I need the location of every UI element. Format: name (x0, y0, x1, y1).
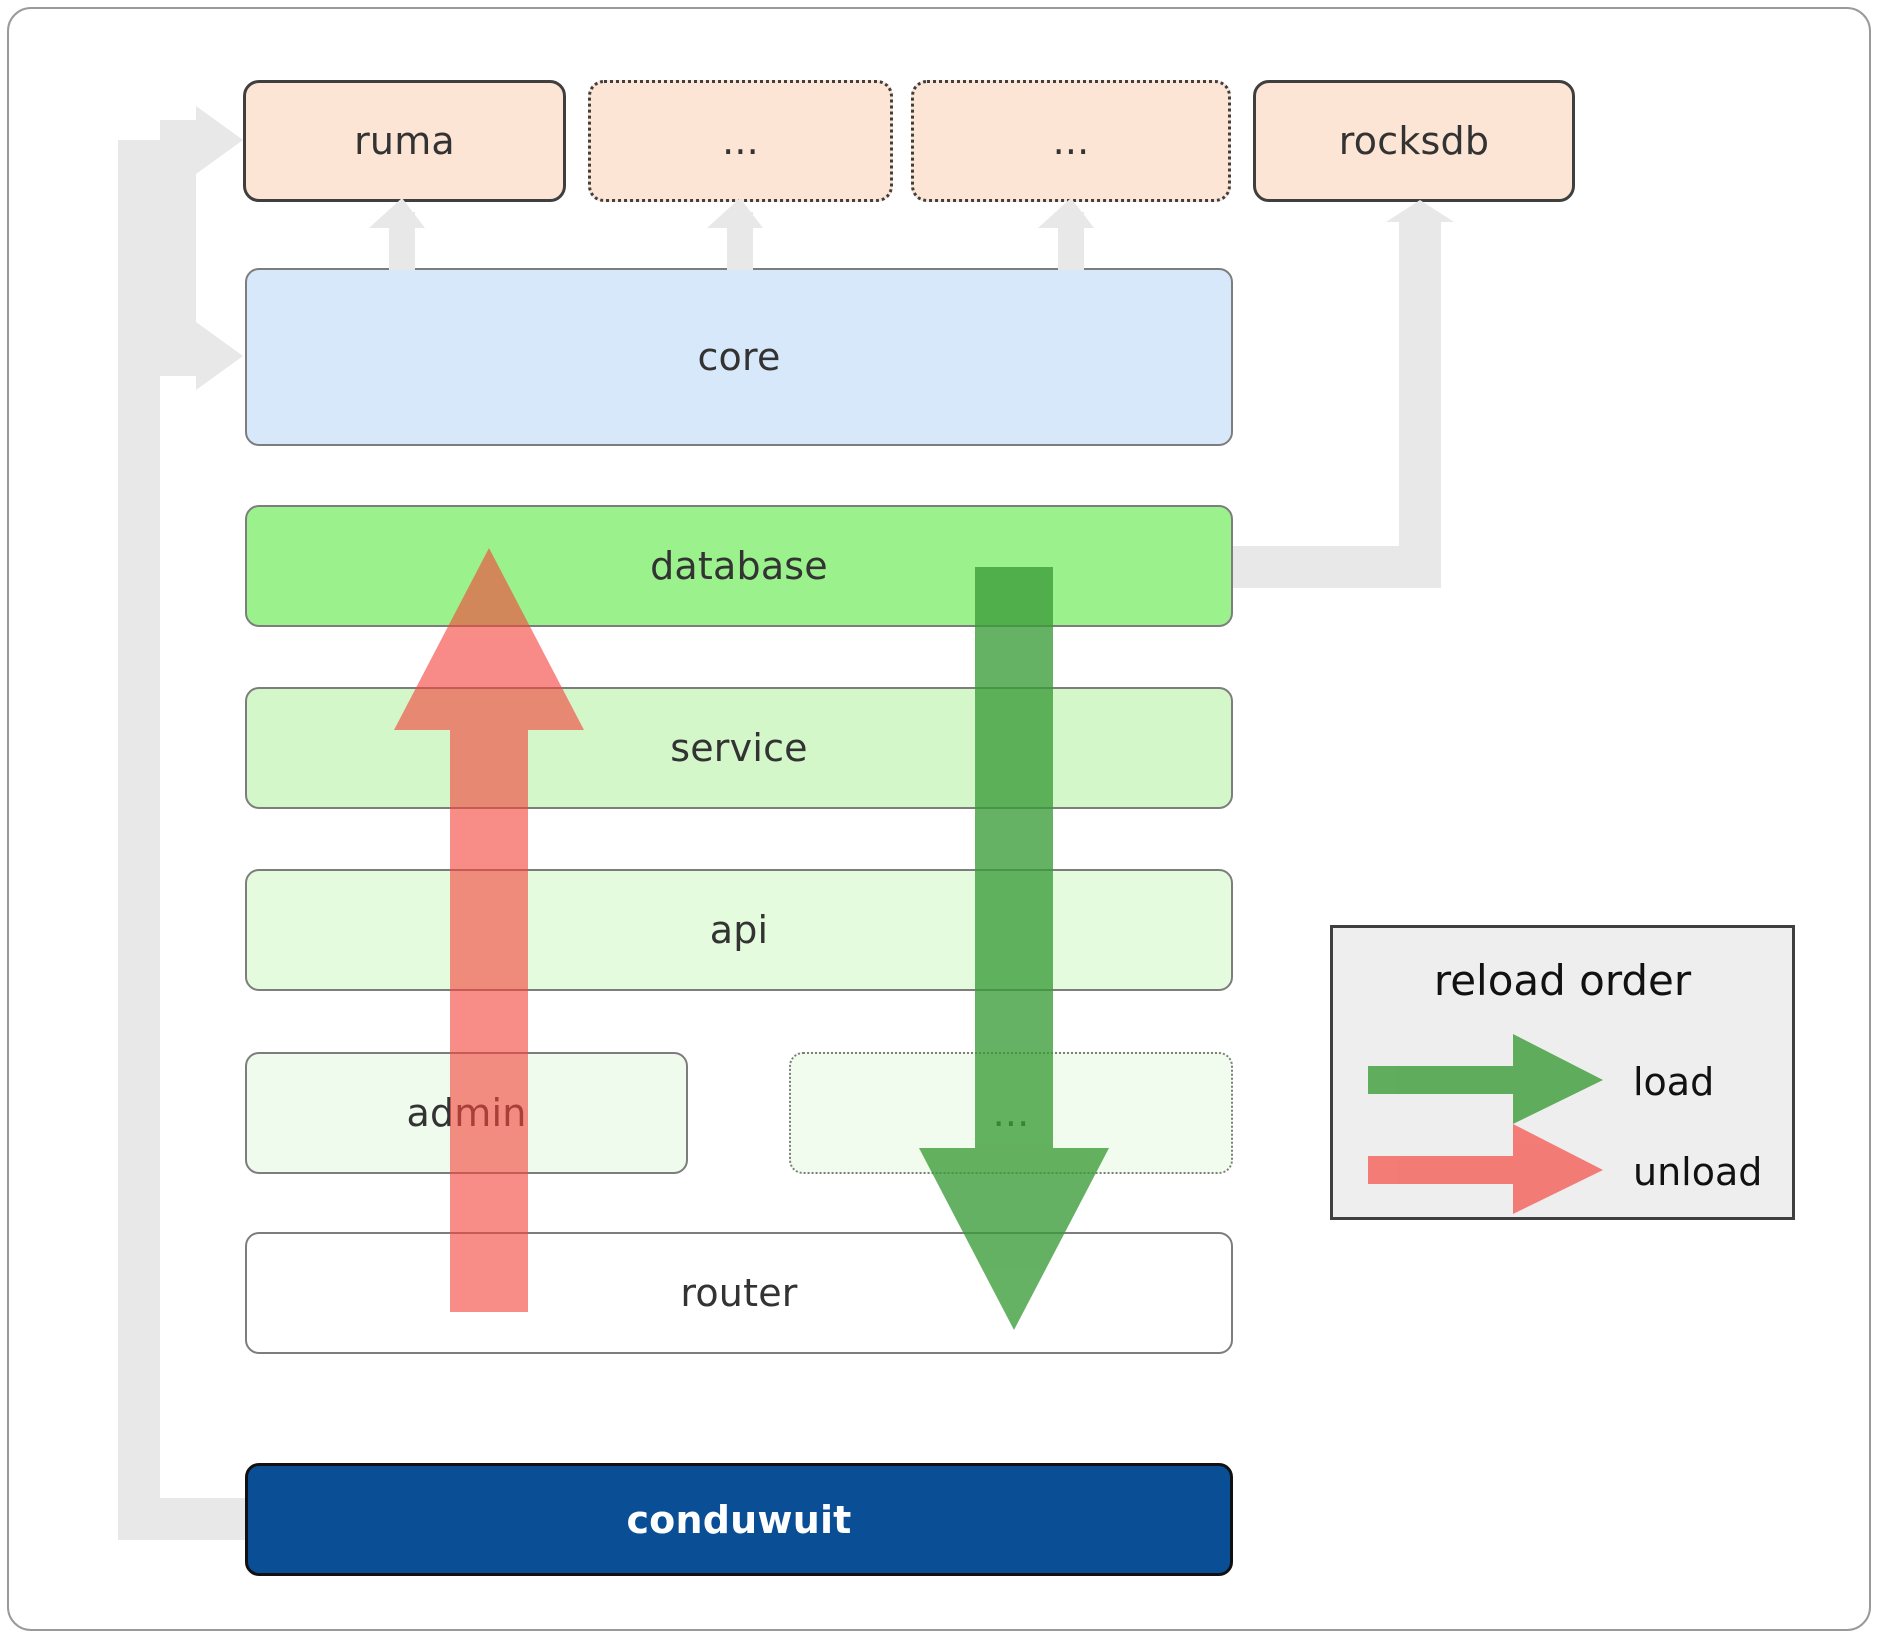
node-admin-label: admin (406, 1091, 527, 1135)
node-core-label: core (697, 335, 781, 379)
node-layer-more[interactable]: ... (789, 1052, 1233, 1174)
legend-reload-order: reload order load unload (1330, 925, 1795, 1220)
load-arrow-icon (1368, 1034, 1603, 1124)
node-ruma-label: ruma (354, 119, 455, 163)
node-dependency-more-2[interactable]: ... (911, 80, 1231, 202)
node-dependency-more-1-label: ... (722, 119, 759, 163)
legend-unload-label: unload (1633, 1150, 1763, 1194)
node-service-label: service (670, 726, 808, 770)
node-api[interactable]: api (245, 869, 1233, 991)
legend-item-load: load (1333, 1034, 1792, 1138)
node-conduwuit[interactable]: conduwuit (245, 1463, 1233, 1576)
unload-arrow-icon (1368, 1124, 1603, 1214)
node-database-label: database (650, 544, 828, 588)
node-ruma[interactable]: ruma (243, 80, 566, 202)
node-admin[interactable]: admin (245, 1052, 688, 1174)
node-rocksdb[interactable]: rocksdb (1253, 80, 1575, 202)
node-dependency-more-1[interactable]: ... (588, 80, 893, 202)
node-core[interactable]: core (245, 268, 1233, 446)
node-conduwuit-label: conduwuit (626, 1497, 852, 1542)
node-service[interactable]: service (245, 687, 1233, 809)
node-api-label: api (709, 908, 769, 952)
node-layer-more-label: ... (992, 1091, 1030, 1135)
legend-load-label: load (1633, 1060, 1715, 1104)
node-router-label: router (680, 1271, 798, 1315)
legend-item-unload: unload (1333, 1124, 1792, 1228)
diagram-frame (7, 7, 1871, 1631)
legend-title: reload order (1433, 956, 1692, 1005)
node-database[interactable]: database (245, 505, 1233, 627)
node-dependency-more-2-label: ... (1052, 119, 1090, 163)
node-rocksdb-label: rocksdb (1338, 119, 1490, 163)
node-router[interactable]: router (245, 1232, 1233, 1354)
